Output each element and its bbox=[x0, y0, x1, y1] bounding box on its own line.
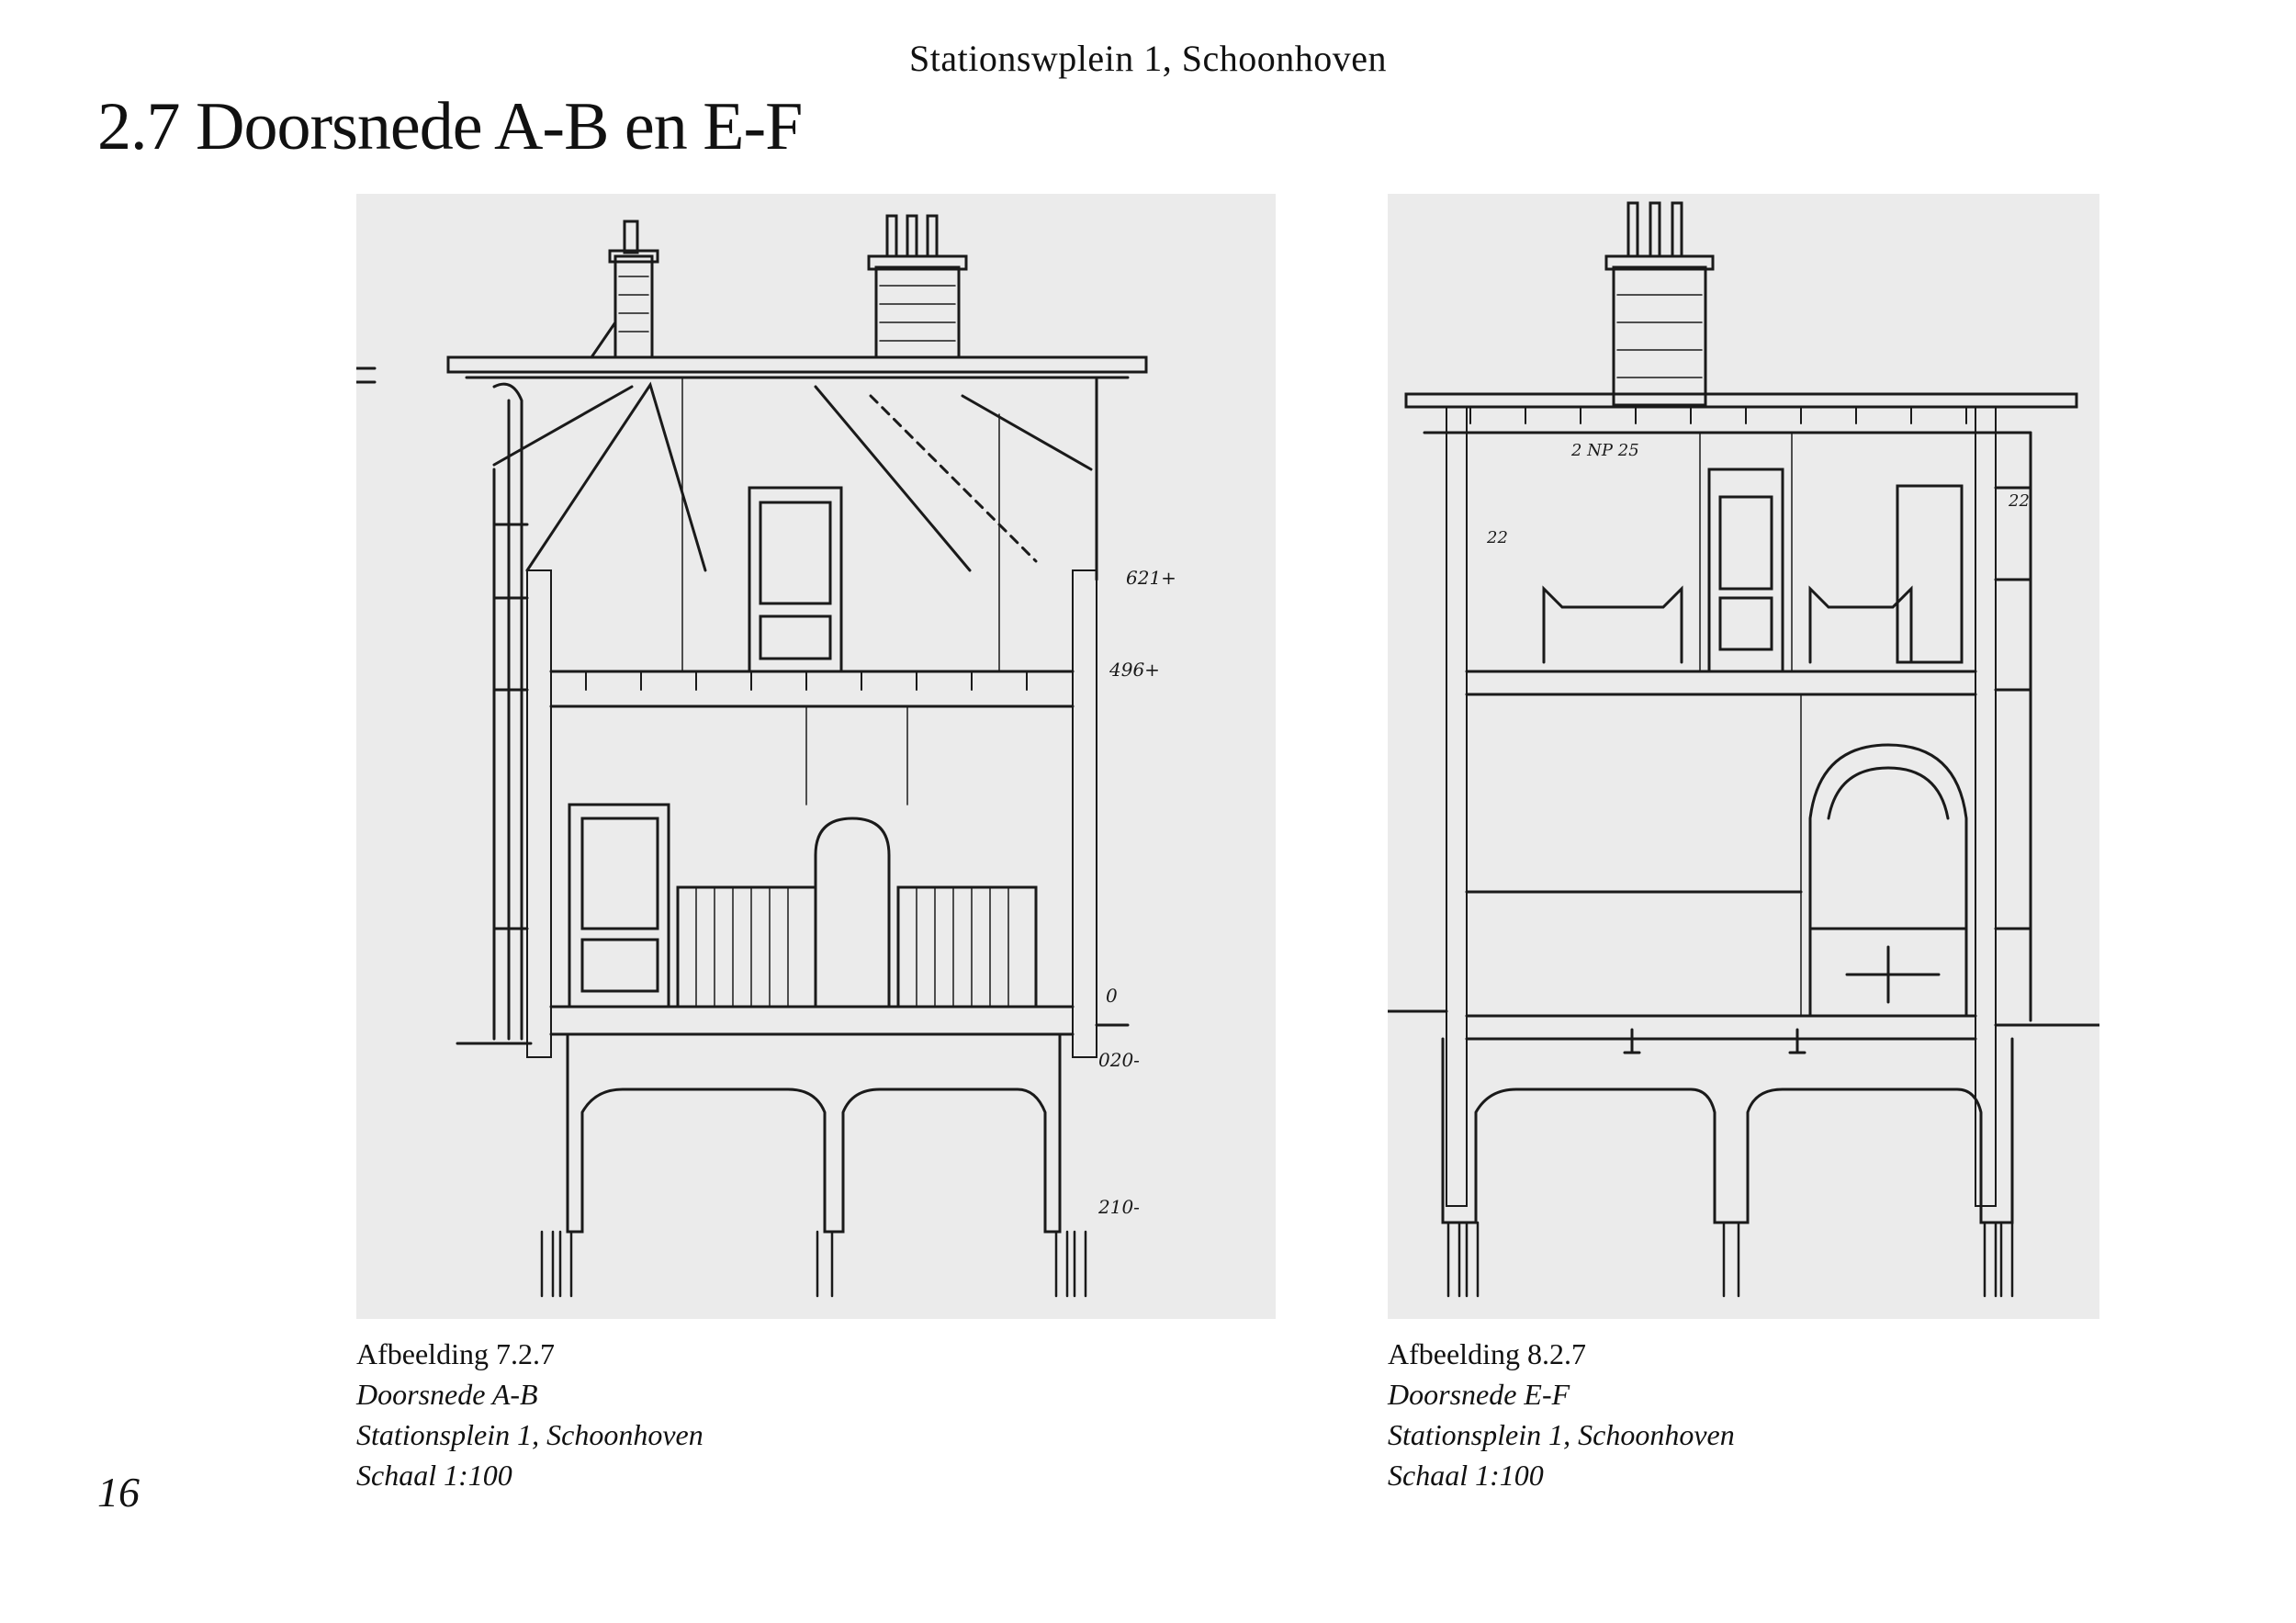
figure-label: Afbeelding 7.2.7 bbox=[356, 1337, 555, 1370]
page-title: 2.7 Doorsnede A-B en E-F bbox=[97, 89, 803, 164]
annotation-level-496: 496+ bbox=[1109, 659, 1160, 681]
figure-section: Doorsnede A-B bbox=[356, 1378, 538, 1411]
figure-label: Afbeelding 8.2.7 bbox=[1388, 1337, 1586, 1370]
annotation-wall-left: 22 bbox=[1486, 528, 1508, 547]
chimney-left bbox=[590, 220, 659, 359]
section-drawing-e-f: 2 NP 25 22 22 bbox=[1388, 194, 2099, 1319]
annotation-beam: 2 NP 25 bbox=[1570, 441, 1639, 460]
figure-address: Stationsplein 1, Schoonhoven bbox=[356, 1418, 703, 1451]
annotation-level-621: 621+ bbox=[1126, 567, 1176, 589]
figure-address: Stationsplein 1, Schoonhoven bbox=[1388, 1418, 1735, 1451]
figure-scale: Schaal 1:100 bbox=[356, 1459, 512, 1492]
page-header: Stationswplein 1, Schoonhoven bbox=[908, 38, 1388, 79]
page-number: 16 bbox=[97, 1469, 140, 1516]
annotation-level-0: 0 bbox=[1106, 985, 1118, 1007]
section-drawing-a-b: 621+ 496+ 0 020- 210- bbox=[356, 194, 1276, 1319]
chimney bbox=[1604, 201, 1715, 407]
figure-caption-7-2-7: Afbeelding 7.2.7 Doorsnede A-B Stationsp… bbox=[356, 1334, 703, 1495]
figure-scale: Schaal 1:100 bbox=[1388, 1459, 1544, 1492]
annotation-level-020: 020- bbox=[1098, 1049, 1140, 1071]
annotation-level-210: 210- bbox=[1097, 1196, 1140, 1218]
figure-caption-8-2-7: Afbeelding 8.2.7 Doorsnede E-F Stationsp… bbox=[1388, 1334, 1735, 1495]
chimney-right bbox=[867, 214, 968, 359]
figure-section: Doorsnede E-F bbox=[1388, 1378, 1570, 1411]
annotation-wall-right: 22 bbox=[2008, 491, 2030, 511]
